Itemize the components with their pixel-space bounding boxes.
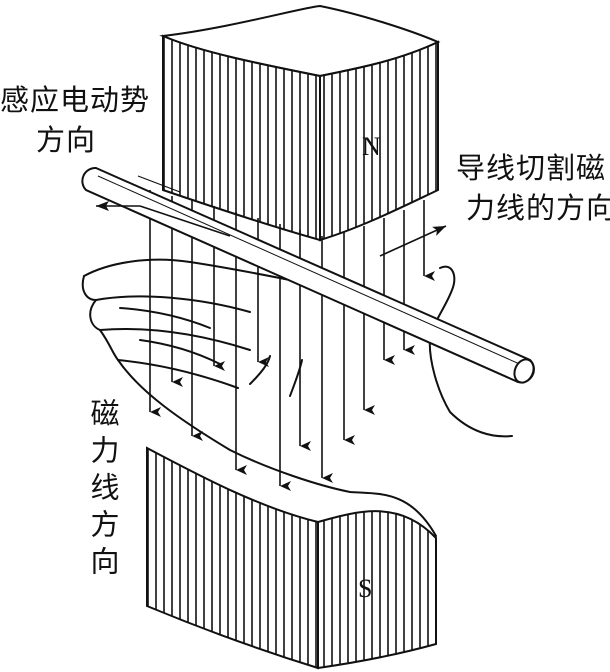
emf-direction-label-line1: 感应电动势 [0, 83, 151, 117]
emf-direction-label-line2: 方向 [36, 123, 97, 157]
south-magnet-side-face [317, 510, 437, 670]
north-magnet-side-face [319, 40, 439, 242]
south-magnet-front-face [146, 446, 319, 670]
north-magnet [159, 4, 441, 242]
conductor-rod-end [513, 358, 535, 384]
motion-direction-arrow [379, 225, 447, 257]
hand-palm-outline [81, 275, 437, 537]
motion-direction-label-line2: 力线的方向 [466, 191, 610, 225]
hand [81, 258, 513, 537]
hand-fingers-outline [83, 258, 301, 389]
motion-direction-label-line1: 导线切割磁 [456, 151, 607, 185]
conductor-rod-highlight [97, 175, 525, 367]
hand-palm-creases [119, 307, 303, 397]
field-direction-label: 磁力线方向 [86, 398, 120, 583]
conductor-rod [81, 166, 535, 384]
emf-label-leader [137, 175, 181, 193]
north-pole-label: N [362, 132, 381, 161]
emf-direction-arrow [96, 201, 231, 237]
south-magnet [146, 446, 437, 670]
south-pole-label: S [358, 574, 373, 603]
